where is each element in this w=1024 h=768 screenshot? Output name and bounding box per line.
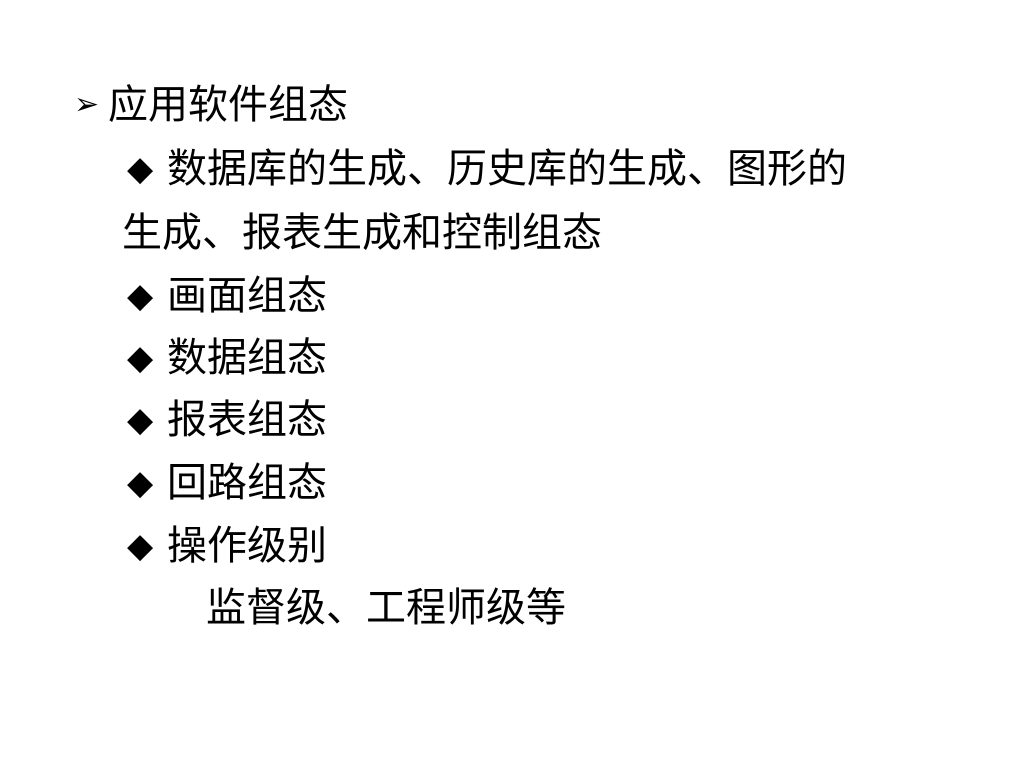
list-item-text: 数据组态 bbox=[167, 335, 327, 381]
section-heading: ➢应用软件组态 bbox=[74, 81, 348, 129]
list-item-text: 报表组态 bbox=[167, 397, 327, 443]
list-item-continuation: 生成、报表生成和控制组态 bbox=[122, 209, 602, 257]
diamond-bullet-icon: ◆ bbox=[127, 149, 154, 189]
list-item-subtext-text: 监督级、工程师级等 bbox=[206, 585, 566, 631]
diamond-bullet-icon: ◆ bbox=[127, 338, 154, 378]
diamond-bullet-icon: ◆ bbox=[127, 463, 154, 503]
list-item: ◆ 数据组态 bbox=[127, 334, 327, 382]
list-item: ◆ 画面组态 bbox=[127, 272, 327, 320]
list-item: ◆ 数据库的生成、历史库的生成、图形的 bbox=[127, 145, 847, 193]
list-item-text: 操作级别 bbox=[167, 523, 327, 569]
list-item-subtext: 监督级、工程师级等 bbox=[206, 584, 566, 632]
list-item-text: 回路组态 bbox=[167, 460, 327, 506]
diamond-bullet-icon: ◆ bbox=[127, 526, 154, 566]
diamond-bullet-icon: ◆ bbox=[127, 400, 154, 440]
list-item-text: 数据库的生成、历史库的生成、图形的 bbox=[167, 146, 847, 192]
list-item: ◆ 回路组态 bbox=[127, 459, 327, 507]
list-item: ◆ 报表组态 bbox=[127, 396, 327, 444]
list-item-text: 画面组态 bbox=[167, 273, 327, 319]
diamond-bullet-icon: ◆ bbox=[127, 276, 154, 316]
section-heading-text: 应用软件组态 bbox=[108, 82, 348, 128]
list-item-continuation-text: 生成、报表生成和控制组态 bbox=[122, 210, 602, 256]
list-item: ◆ 操作级别 bbox=[127, 522, 327, 570]
arrow-bullet-icon: ➢ bbox=[74, 87, 100, 122]
